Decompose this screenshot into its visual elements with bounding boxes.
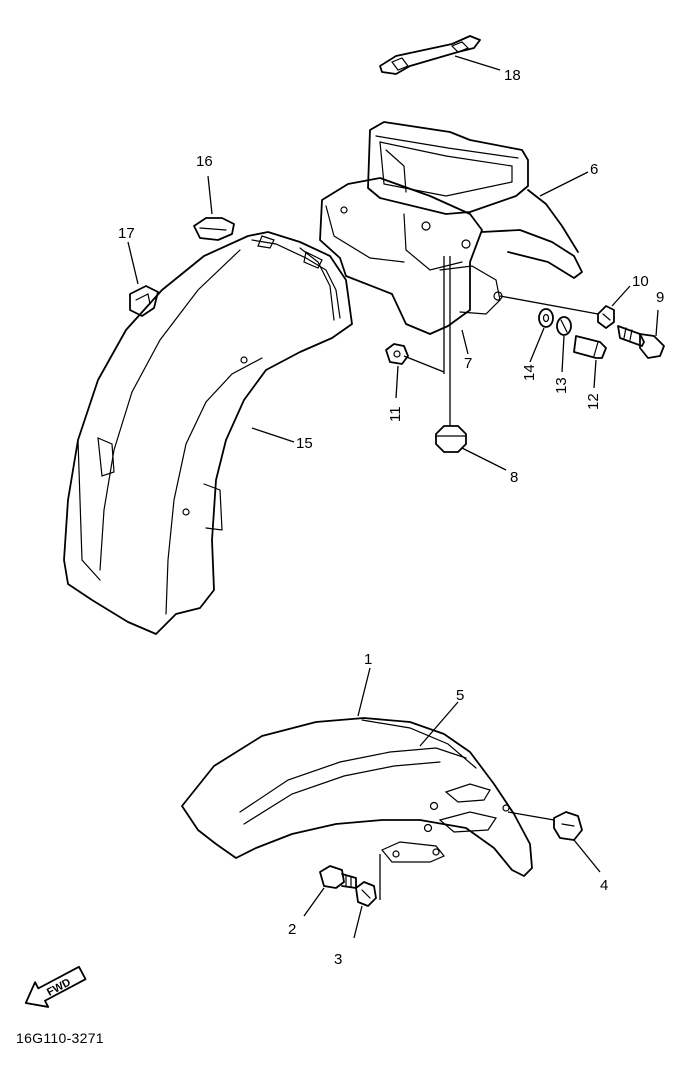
- callout-6: 6: [590, 161, 598, 178]
- grommet-part-8: [435, 425, 467, 453]
- nut-part-11: [385, 343, 409, 365]
- callout-16: 16: [196, 153, 213, 170]
- leader-17: [127, 241, 139, 285]
- catalog-number: 16G110-3271: [16, 1030, 104, 1046]
- leader-10a: [499, 295, 599, 315]
- washer-part-14: [538, 308, 554, 328]
- callout-13: 13: [553, 377, 570, 394]
- leader-11b: [395, 365, 399, 399]
- bolt-part-12: [573, 335, 607, 359]
- bolt-part-9: [617, 325, 665, 359]
- leader-6: [539, 171, 589, 197]
- screw-part-4: [553, 811, 583, 841]
- forward-direction-arrow-icon: FWD: [24, 965, 87, 1008]
- callout-3: 3: [334, 951, 342, 968]
- callout-10: 10: [632, 273, 649, 290]
- leader-1: [357, 667, 371, 717]
- leader-15: [251, 427, 295, 443]
- cap-part-16: [193, 217, 235, 241]
- washer-part-10: [597, 305, 615, 329]
- leader-8: [461, 447, 507, 471]
- callout-18: 18: [504, 67, 521, 84]
- leader-12: [593, 359, 597, 389]
- callout-14: 14: [521, 364, 538, 381]
- leader-9: [655, 309, 659, 337]
- callout-15: 15: [296, 435, 313, 452]
- leader-14: [529, 327, 545, 363]
- callout-4: 4: [600, 877, 608, 894]
- leader-10: [611, 285, 631, 307]
- callout-2: 2: [288, 921, 296, 938]
- washer-part-3: [355, 881, 377, 907]
- battery-strap-part-18: [379, 35, 481, 75]
- leader-7b: [461, 329, 469, 355]
- leader-2: [303, 887, 325, 917]
- front-fender-part-1: [181, 717, 533, 877]
- leader-5: [419, 701, 459, 747]
- leader-11: [403, 355, 445, 373]
- lock-washer-part-13: [556, 316, 572, 336]
- leader-3: [353, 905, 363, 939]
- leader-4a: [507, 811, 555, 821]
- callout-12: 12: [585, 393, 602, 410]
- callout-7: 7: [464, 355, 472, 372]
- leader-13: [561, 335, 565, 373]
- callout-8: 8: [510, 469, 518, 486]
- leader-16: [207, 175, 213, 215]
- fwd-label: FWD: [45, 976, 73, 998]
- callout-17: 17: [118, 225, 135, 242]
- rear-fender-part-15: [63, 231, 353, 635]
- bolt-part-2: [319, 865, 357, 889]
- leader-4: [573, 839, 601, 873]
- callout-9: 9: [656, 289, 664, 306]
- callout-1: 1: [364, 651, 372, 668]
- callout-11: 11: [387, 406, 404, 422]
- leader-18: [454, 55, 501, 71]
- battery-box-part-6: [319, 121, 583, 335]
- callout-5: 5: [456, 687, 464, 704]
- clip-part-17: [129, 285, 159, 317]
